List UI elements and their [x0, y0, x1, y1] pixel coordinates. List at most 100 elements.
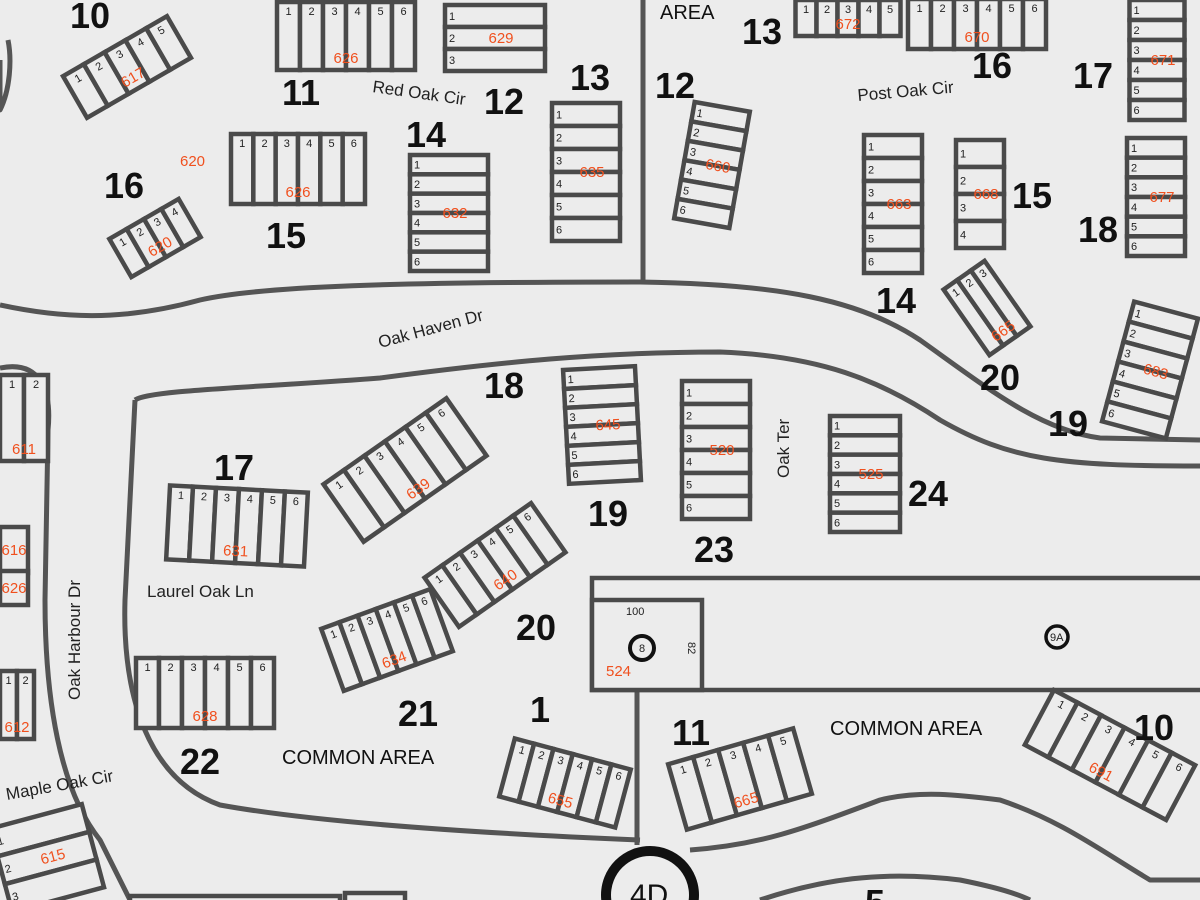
- unit-number: 2: [568, 393, 575, 405]
- edge-building[interactable]: 626: [0, 568, 31, 608]
- marker-9a-icon[interactable]: [1044, 624, 1070, 650]
- unit[interactable]: [549, 123, 623, 152]
- unit[interactable]: [953, 191, 1007, 224]
- unit-number: 1: [433, 573, 445, 586]
- unit[interactable]: [679, 378, 753, 407]
- unit[interactable]: [827, 413, 903, 438]
- building-number-label: 18: [1078, 209, 1118, 250]
- unit[interactable]: [549, 192, 623, 221]
- edge-building[interactable]: 616: [0, 524, 31, 576]
- unit[interactable]: [827, 510, 903, 535]
- unit[interactable]: [158, 195, 204, 251]
- unit-number: 1: [1133, 308, 1142, 321]
- oak-haven-dr-south-edge: [133, 349, 1200, 469]
- unit[interactable]: [389, 0, 418, 73]
- marker-8-icon[interactable]: [628, 634, 656, 662]
- unit[interactable]: [409, 586, 456, 661]
- unit-number: 5: [868, 234, 874, 246]
- unit[interactable]: [953, 218, 1007, 251]
- unit-number: 2: [960, 176, 966, 188]
- edge-building[interactable]: 638: [342, 890, 408, 900]
- unit[interactable]: [593, 761, 634, 831]
- unit[interactable]: [407, 249, 491, 274]
- unit[interactable]: [442, 2, 548, 30]
- unit[interactable]: [549, 100, 623, 129]
- unit[interactable]: [827, 491, 903, 515]
- unit[interactable]: [278, 489, 311, 569]
- unit-number: 3: [689, 146, 697, 159]
- unit[interactable]: [510, 500, 569, 568]
- unit[interactable]: [14, 668, 37, 742]
- unit[interactable]: [340, 131, 368, 207]
- unit[interactable]: [765, 725, 815, 804]
- unit[interactable]: [1124, 234, 1188, 259]
- unit[interactable]: [0, 524, 31, 576]
- unit[interactable]: [679, 493, 753, 522]
- unit[interactable]: [143, 13, 195, 73]
- unit[interactable]: [1099, 398, 1174, 442]
- unit[interactable]: [861, 247, 925, 276]
- street-laurel-oak-ln: Laurel Oak Ln: [147, 582, 254, 601]
- unit[interactable]: [549, 215, 623, 244]
- unit[interactable]: [407, 230, 491, 254]
- unit[interactable]: [21, 372, 51, 464]
- unit[interactable]: [1127, 97, 1187, 123]
- unit[interactable]: [407, 172, 491, 196]
- building-address: 670: [964, 29, 989, 46]
- unit[interactable]: [0, 568, 31, 608]
- building-address: 631: [223, 542, 249, 560]
- unit[interactable]: [679, 401, 753, 430]
- unit[interactable]: [827, 433, 903, 457]
- unit[interactable]: [248, 655, 277, 731]
- marker-9a-label: 9A: [1050, 632, 1064, 644]
- unit[interactable]: [342, 890, 408, 900]
- unit[interactable]: [1139, 749, 1199, 823]
- unit-number: 6: [259, 662, 265, 674]
- unit[interactable]: [422, 395, 490, 474]
- unit[interactable]: [1020, 0, 1049, 52]
- unit[interactable]: [442, 46, 548, 74]
- unit[interactable]: [679, 470, 753, 499]
- unit[interactable]: [671, 196, 736, 231]
- unit[interactable]: [953, 164, 1007, 197]
- unit[interactable]: [407, 152, 491, 177]
- unit-number: 3: [686, 434, 692, 446]
- unit[interactable]: [967, 257, 1034, 340]
- unit[interactable]: [565, 458, 644, 487]
- unit[interactable]: [0, 372, 27, 464]
- unit[interactable]: [877, 0, 903, 39]
- marker-4d-icon[interactable]: [601, 846, 699, 900]
- unit-number: 1: [285, 6, 291, 18]
